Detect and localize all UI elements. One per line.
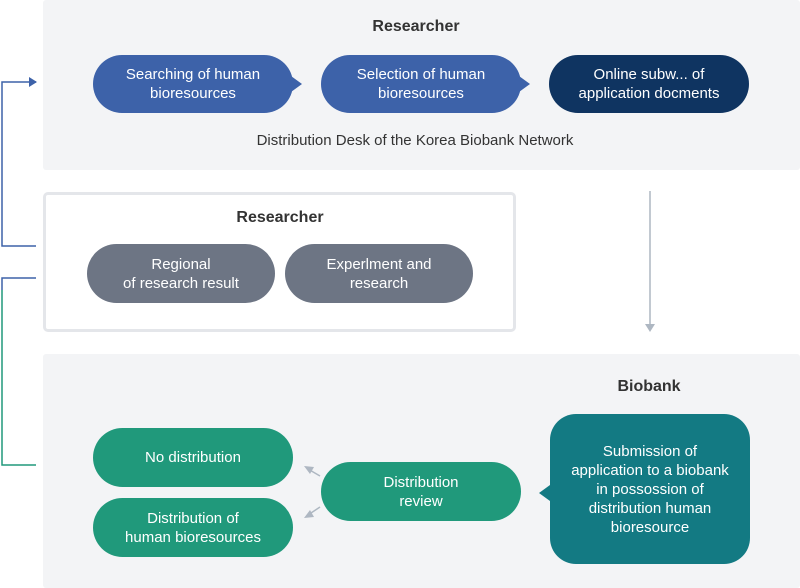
step-searching-bioresources: Searching of human bioresources	[93, 55, 293, 113]
no-distribution-node: No distribution	[93, 428, 293, 487]
feedback-line-blue	[1, 81, 36, 247]
step-selection-bioresources: Selection of human bioresources	[321, 55, 521, 113]
step-research-result: Regional of research result	[87, 244, 275, 303]
pointer-searching-to-selection	[291, 76, 302, 92]
feedback-line-split	[1, 277, 36, 290]
middle-section-title: Researcher	[236, 209, 324, 226]
distribution-outcome-node: Distribution of human bioresources	[93, 498, 293, 557]
bottom-section-title: Biobank	[617, 378, 681, 395]
top-section-title: Researcher	[372, 18, 460, 35]
biobank-submission-box: Submission of application to a biobank i…	[550, 414, 750, 564]
pointer-selection-to-submission	[519, 76, 530, 92]
outcome-label: No distribution	[145, 449, 241, 466]
distribution-review-node: Distribution review	[321, 462, 521, 521]
step-label: Online subw... of application docments	[578, 66, 720, 102]
flow-arrowhead-desk-to-biobank	[645, 324, 655, 332]
review-label: Distribution review	[383, 473, 459, 510]
pointer-submission-to-review	[539, 485, 550, 501]
feedback-arrowhead-blue	[29, 77, 37, 87]
step-experiment-research: Experlment and research	[285, 244, 473, 303]
outcome-label: Distribution of human bioresources	[125, 509, 261, 546]
review-to-distribution-arrowhead	[304, 510, 314, 518]
step-label: Experlment and research	[326, 255, 432, 292]
submission-label: Submission of application to a biobank i…	[571, 442, 729, 536]
step-online-submission: Online subw... of application docments	[549, 55, 749, 113]
step-label: Searching of human bioresources	[125, 66, 261, 102]
feedback-line-green	[1, 290, 36, 466]
step-label: Regional of research result	[123, 255, 239, 292]
review-to-no-distribution-arrowhead	[304, 466, 314, 474]
distribution-desk-caption: Distribution Desk of the Korea Biobank N…	[256, 132, 574, 149]
step-label: Selection of human bioresources	[356, 66, 486, 102]
